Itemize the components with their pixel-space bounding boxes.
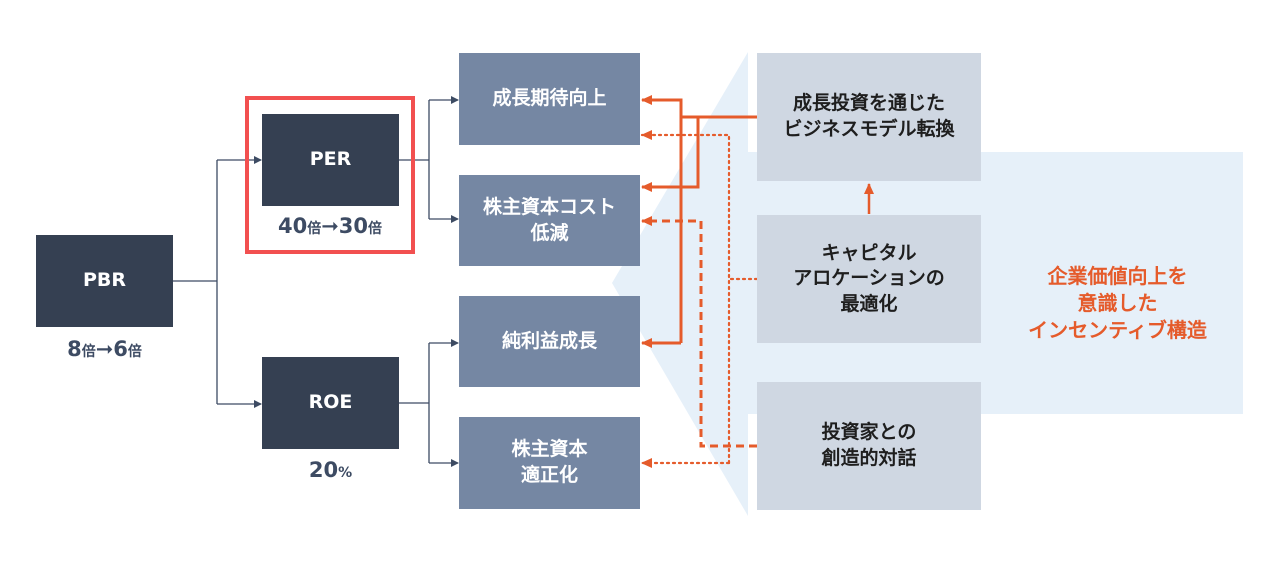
pbr-value-from: 8 [67,337,82,361]
business-model-links [641,95,757,348]
roe-value-unit: % [338,465,353,481]
driver-net-income-growth: 純利益成長 [459,296,640,387]
pbr-value-to: 6 [113,337,128,361]
roe-value: 20% [262,458,399,482]
initiative-business-model: 成長投資を通じた ビジネスモデル転換 [757,53,981,181]
initiative-investor-dialogue: 投資家との 創造的対話 [757,382,981,510]
per-label: PER [309,148,352,171]
ca-to-growth-link [640,130,731,465]
per-unit-to: 倍 [368,221,383,237]
driver-cost-of-equity: 株主資本コスト 低減 [459,175,640,266]
roe-branch-line [398,343,430,463]
roe-box: ROE [262,357,399,449]
driver-label: 株主資本 適正化 [511,438,588,486]
per-highlight-frame [245,96,415,254]
per-arrow-icon: ➞ [321,214,339,238]
bm-to-cost-link [641,117,700,192]
per-value-from: 40 [277,214,308,238]
pbr-unit-from: 倍 [81,344,96,360]
per-box: PER [262,114,399,206]
driver-equity-optimization: 株主資本 適正化 [459,417,640,509]
id-to-cost-link [641,216,757,448]
pbr-branch-line [172,160,218,404]
initiative-label: キャピタル アロケーションの 最適化 [793,241,945,315]
pbr-label: PBR [82,269,127,292]
roe-label: ROE [308,391,353,414]
incentive-text: 企業価値向上を 意識した インセンティブ構造 [1028,264,1207,342]
roe-value-number: 20 [308,458,339,482]
initiative-label: 成長投資を通じた ビジネスモデル転換 [783,92,955,140]
pbr-arrow-icon: ➞ [95,337,114,361]
initiative-label: 投資家との 創造的対話 [821,421,917,469]
capital-allocation-links [640,130,759,468]
bm-to-growth-link [641,95,683,343]
driver-growth-expectation: 成長期待向上 [459,53,640,145]
per-value: 40倍➞30倍 [250,214,410,238]
pbr-unit-to: 倍 [127,344,142,360]
tree-connectors [172,96,459,467]
pbr-value: 8倍➞6倍 [36,337,173,361]
investor-dialogue-links [641,216,757,448]
driver-label: 株主資本コスト 低減 [482,195,616,244]
driver-label: 成長期待向上 [492,87,607,110]
incentive-structure-label: 企業価値向上を 意識した インセンティブ構造 [995,236,1240,344]
driver-label: 純利益成長 [501,329,597,352]
pbr-box: PBR [36,235,173,327]
initiative-capital-allocation: キャピタル アロケーションの 最適化 [757,215,981,343]
per-unit-from: 倍 [307,221,322,237]
per-value-to: 30 [338,214,369,238]
